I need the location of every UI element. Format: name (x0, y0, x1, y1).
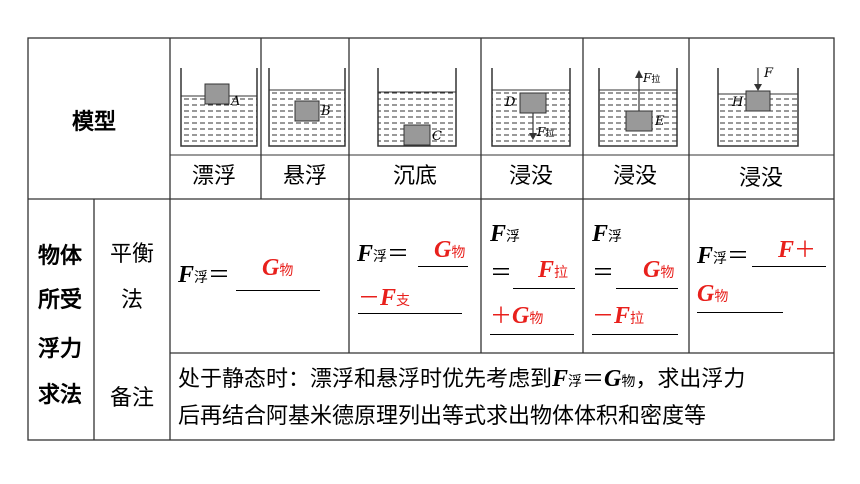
formula-pull-up: F浮 (592, 221, 623, 247)
formula-pull-down: F浮 (490, 221, 521, 247)
formula-sinking: F浮＝ (357, 241, 410, 267)
row-header-line1: 物体 (38, 244, 83, 269)
beaker-push-down-icon (717, 68, 799, 147)
answer-floating: G物 (262, 255, 294, 281)
beaker-sink-icon (377, 68, 457, 147)
remark-label: 备注 (110, 386, 155, 411)
blank-pull-down-1 (513, 288, 575, 289)
blank-pull-down-2 (490, 334, 574, 335)
block-label-h: H (732, 95, 744, 110)
note-line2: 后再结合阿基米德原理列出等式求出物体体积和密度等 (178, 404, 707, 429)
caption-floating: 漂浮 (192, 164, 237, 189)
balance-label-line2: 法 (121, 288, 144, 313)
blank-push-down-1 (752, 266, 826, 267)
formula-push-down: F浮＝ (697, 243, 750, 269)
row-header-line2: 所受 (38, 288, 83, 313)
blank-pull-up-1 (616, 288, 678, 289)
force-label-e: F拉 (643, 71, 661, 85)
caption-submerged-3: 浸没 (739, 166, 784, 191)
block-label-b: B (321, 104, 331, 119)
row-header-line4: 求法 (38, 383, 83, 408)
beaker-suspend-icon (268, 68, 346, 147)
answer-push-down-g: G物 (697, 281, 729, 307)
blank-floating (236, 290, 320, 291)
block-label-c: C (432, 129, 442, 144)
caption-submerged-1: 浸没 (509, 164, 554, 189)
block-label-e: E (655, 114, 665, 129)
answer-pull-down-f: F拉 (538, 257, 569, 283)
blank-sinking-2 (358, 313, 462, 314)
beaker-pull-up-icon (598, 68, 678, 147)
blank-pull-up-2 (592, 334, 678, 335)
formula-pull-down-eq: ＝ (490, 261, 513, 286)
model-label: 模型 (72, 110, 117, 135)
beaker-float-icon (180, 68, 258, 147)
blank-push-down-2 (697, 312, 783, 313)
answer-pull-up-g: G物 (643, 257, 675, 283)
answer-pull-up-f: －F拉 (592, 303, 645, 329)
answer-pull-down-g: ＋G物 (490, 303, 544, 329)
beaker-pull-down-icon (491, 68, 571, 147)
force-label-d: F拉 (537, 125, 555, 139)
answer-sinking-support: －F支 (358, 285, 411, 311)
force-label-h: F (764, 66, 774, 81)
note-line1: 处于静态时：漂浮和悬浮时优先考虑到F浮＝G物，求出浮力 (178, 366, 746, 392)
answer-push-down-f: F＋ (778, 237, 817, 263)
block-label-d: D (505, 95, 516, 110)
caption-sinking: 沉底 (393, 164, 438, 189)
balance-label-line1: 平衡 (110, 242, 155, 267)
formula-floating: F浮＝ (178, 262, 231, 288)
row-header-line3: 浮力 (38, 337, 83, 362)
blank-sinking-1 (418, 266, 468, 267)
caption-submerged-2: 浸没 (613, 164, 658, 189)
formula-pull-up-eq: ＝ (592, 261, 615, 286)
block-label-a: A (231, 94, 241, 109)
caption-suspended: 悬浮 (283, 164, 328, 189)
answer-sinking-g: G物 (434, 237, 466, 263)
